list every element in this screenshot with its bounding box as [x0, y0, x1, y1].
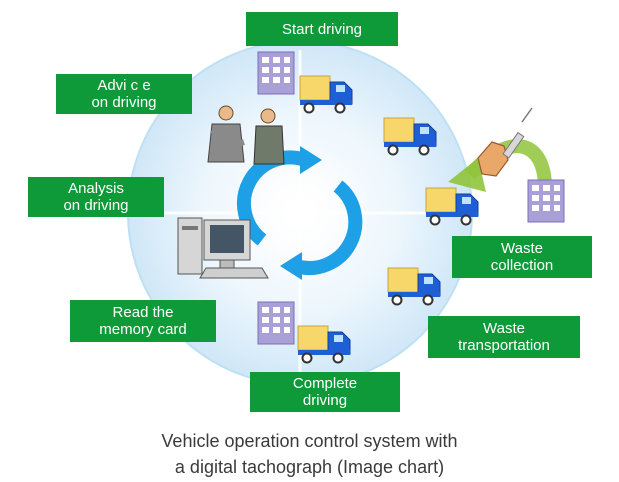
caption-line-2: a digital tachograph (Image chart) — [174, 457, 445, 477]
step-analysis-on-driving: Analysis on driving — [28, 177, 164, 217]
step-label: Advi c e on driving — [91, 77, 157, 111]
building-icon — [257, 301, 295, 345]
step-waste-transportation: Waste transportation — [428, 316, 580, 358]
building-icon — [257, 51, 295, 95]
caption-line-1: Vehicle operation control system with — [161, 431, 458, 451]
computer-icon — [177, 217, 269, 279]
step-label: Analysis on driving — [63, 180, 129, 214]
step-label: Waste transportation — [458, 320, 550, 354]
people-icon — [207, 105, 285, 165]
step-read-memory-card: Read the memory card — [70, 300, 216, 342]
step-start-driving: Start driving — [246, 12, 398, 46]
step-label: Complete driving — [292, 375, 358, 409]
step-label: Read the memory card — [99, 304, 187, 338]
step-complete-driving: Complete driving — [250, 372, 400, 412]
step-waste-collection: Waste collection — [452, 236, 592, 278]
step-advice-on-driving: Advi c e on driving — [56, 74, 192, 114]
step-label: Waste collection — [490, 240, 554, 274]
building-icon — [527, 179, 565, 223]
hand-syringe-icon — [477, 107, 533, 177]
step-label: Start driving — [281, 20, 363, 38]
